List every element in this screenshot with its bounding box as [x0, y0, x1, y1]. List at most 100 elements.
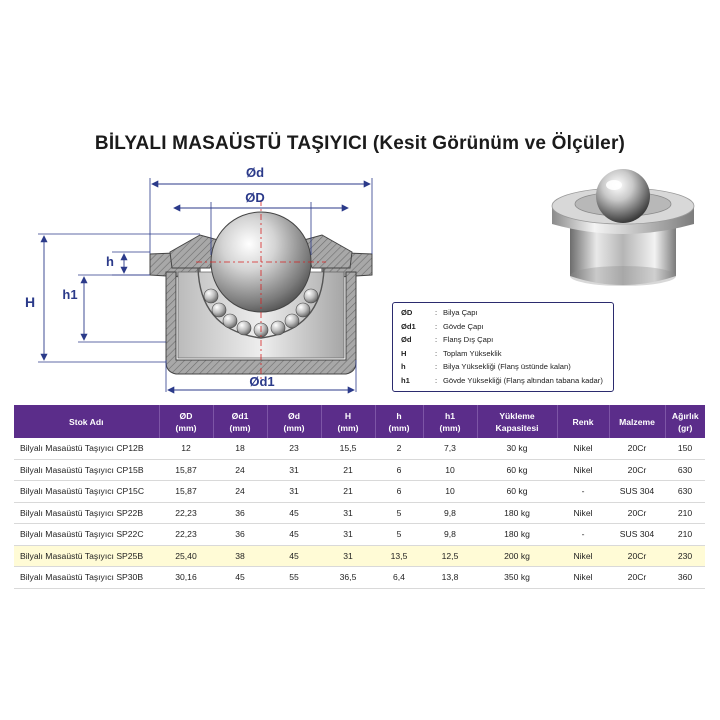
table-cell: 2 [375, 438, 423, 460]
table-cell: 36,5 [321, 566, 375, 589]
table-cell: Nikel [557, 502, 609, 524]
table-cell: 30 kg [477, 438, 557, 460]
table-cell: 6,4 [375, 566, 423, 589]
column-header-line: (mm) [175, 422, 197, 433]
column-header: Stok Adı [14, 405, 160, 438]
table-cell: 21 [321, 459, 375, 481]
table-cell: 5 [375, 502, 423, 524]
column-header-line: Ød1 [231, 410, 249, 421]
legend-colon: : [434, 321, 438, 331]
column-header-line: Ağırlık [671, 410, 699, 421]
legend-symbol: h [401, 362, 406, 372]
table-cell: 9,8 [423, 502, 477, 524]
column-header-line: (mm) [283, 422, 305, 433]
table-cell: Nikel [557, 438, 609, 460]
column-header-line: Yükleme [499, 410, 535, 421]
table-cell: 10 [423, 459, 477, 481]
dimension-oD: ØD [173, 190, 349, 255]
label-H: H [25, 294, 35, 310]
table-cell: 630 [665, 459, 705, 481]
table-cell: 230 [665, 545, 705, 567]
product-name-cell: Bilyalı Masaüstü Taşıyıcı CP12B [14, 438, 159, 460]
table-cell: 20Cr [609, 459, 665, 481]
legend-row: Ød1: Gövde Çapı [393, 320, 613, 334]
legend-symbol: Ød1 [401, 321, 416, 331]
column-header-line: (mm) [388, 422, 410, 433]
table-cell: 31 [321, 502, 375, 524]
legend-symbol: Ød [401, 335, 412, 345]
table-cell: 25,40 [159, 545, 213, 567]
column-header: h(mm) [375, 405, 424, 438]
product-name-cell: Bilyalı Masaüstü Taşıyıcı CP15C [14, 480, 159, 503]
product-name-cell: Bilyalı Masaüstü Taşıyıcı CP15B [14, 459, 159, 481]
column-header-line: (gr) [678, 422, 693, 433]
table-cell: 350 kg [477, 566, 557, 589]
column-header-line: H [344, 410, 352, 421]
table-cell: 20Cr [609, 566, 665, 589]
label-od1: Ød1 [249, 374, 274, 389]
column-header: Ød(mm) [267, 405, 322, 438]
table-cell: 6 [375, 480, 423, 503]
table-cell: 7,3 [423, 438, 477, 460]
legend-row: ØD:Bilya Çapı [393, 306, 613, 320]
table-cell: 45 [267, 545, 321, 567]
legend-row: H:Toplam Yükseklik [393, 347, 613, 361]
table-cell: 18 [213, 438, 267, 460]
page-title: BİLYALI MASAÜSTÜ TAŞIYICI (Kesit Görünüm… [94, 133, 626, 154]
dimension-od1: Ød1 [165, 360, 357, 394]
table-cell: 180 kg [477, 523, 557, 546]
legend-description: Flanş Dış Çapı [443, 335, 494, 345]
table-cell: 31 [267, 480, 321, 503]
dimension-h1: h1 [62, 274, 166, 343]
legend-row: h:Bilya Yüksekliği (Flanş üstünde kalan) [393, 360, 613, 374]
product-photo [551, 169, 695, 286]
legend-row: Ød: Flanş Dış Çapı [393, 333, 613, 347]
table-cell: 55 [267, 566, 321, 589]
table-cell: 630 [665, 480, 705, 503]
table-cell: 15,87 [159, 459, 213, 481]
table-cell: 200 kg [477, 545, 557, 567]
table-cell: 60 kg [477, 459, 557, 481]
legend-description: Gövde Çapı [443, 321, 484, 331]
table-cell: Nikel [557, 459, 609, 481]
legend-colon: : [434, 375, 438, 385]
table-cell: 20Cr [609, 438, 665, 460]
legend-row: h1:Gövde Yüksekliği (Flanş altından taba… [393, 374, 613, 388]
label-h: h [106, 254, 114, 269]
legend-symbol: H [401, 348, 407, 358]
table-cell: 150 [665, 438, 705, 460]
column-header-line: Malzeme [619, 416, 655, 427]
column-header: Malzeme [609, 405, 666, 438]
table-cell: 180 kg [477, 502, 557, 524]
table-cell: 38 [213, 545, 267, 567]
table-cell: Nikel [557, 566, 609, 589]
column-header-line: ØD [179, 410, 193, 421]
legend-description: Bilya Çapı [443, 308, 478, 318]
table-cell: 24 [213, 480, 267, 503]
label-h1: h1 [62, 287, 77, 302]
table-cell: 6 [375, 459, 423, 481]
table-cell: 13,5 [375, 545, 423, 567]
column-header-line: Kapasitesi [495, 422, 539, 433]
table-cell: SUS 304 [609, 523, 665, 546]
table-cell: - [557, 480, 609, 503]
table-cell: 210 [665, 502, 705, 524]
table-cell: SUS 304 [609, 480, 665, 503]
column-header-line: (mm) [337, 422, 359, 433]
table-cell: 360 [665, 566, 705, 589]
legend-colon: : [434, 335, 438, 345]
column-header: Renk [557, 405, 610, 438]
table-cell: 45 [267, 502, 321, 524]
product-name-cell: Bilyalı Masaüstü Taşıyıcı SP30B [14, 566, 159, 589]
legend-colon: : [434, 348, 438, 358]
table-cell: 45 [213, 566, 267, 589]
column-header-line: Ød [288, 410, 300, 421]
